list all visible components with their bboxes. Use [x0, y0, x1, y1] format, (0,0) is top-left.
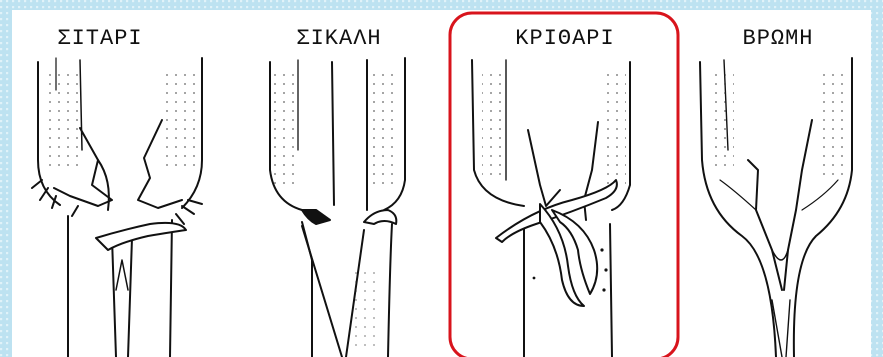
- barley-drawing: [472, 60, 630, 357]
- barley-highlight-frame: [450, 13, 678, 357]
- grass-ligule-drawings: [12, 10, 871, 357]
- figure-panel: ΣΙΤΑΡΙ ΣΙΚΑΛΗ ΚΡΙΘΑΡΙ ΒΡΩΜΗ: [12, 10, 871, 357]
- rye-drawing: [270, 58, 405, 357]
- wheat-drawing: [32, 58, 202, 357]
- oat-drawing: [700, 58, 852, 357]
